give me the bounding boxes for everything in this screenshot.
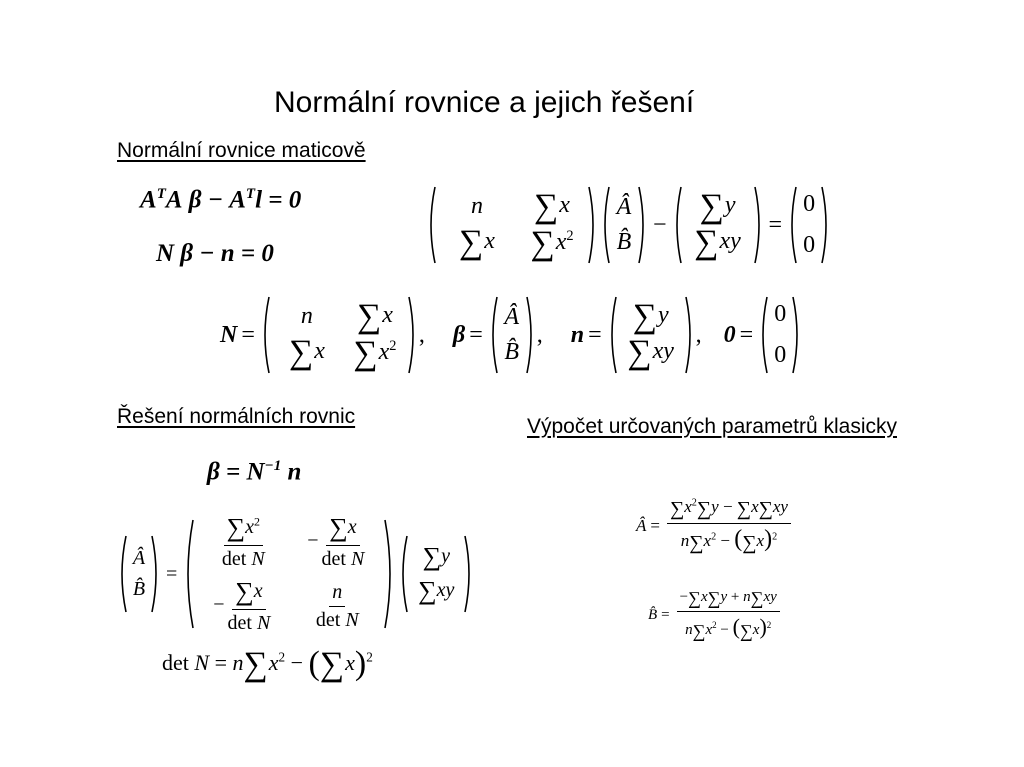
heading-solution: Řešení normálních rovnic <box>117 405 356 428</box>
equation-normal-short: N β − n = 0 <box>156 240 274 267</box>
paren-right <box>464 535 471 613</box>
paren-right <box>408 296 414 374</box>
equation-determinant: det N = n∑x2 − (∑x)2 <box>162 645 373 683</box>
equation-solution: β = N−1 n <box>207 458 302 486</box>
paren-right <box>525 296 532 374</box>
paren-left <box>187 519 195 629</box>
paren-left <box>402 535 409 613</box>
paren-right <box>384 519 392 629</box>
heading-classic: Výpočet určovaných parametrů klasicky <box>527 415 897 438</box>
paren-left <box>430 186 436 264</box>
paren-right <box>588 186 594 264</box>
heading-matrix-form: Normální rovnice maticově <box>117 139 366 162</box>
paren-left <box>491 296 498 374</box>
paren-right <box>753 186 760 264</box>
paren-right <box>821 186 827 264</box>
paren-left <box>762 296 768 374</box>
paren-left <box>264 296 270 374</box>
paren-left <box>610 296 617 374</box>
equation-a-hat: Â= ∑x2∑y − ∑x∑xy n∑x2 − (∑x)2 <box>636 497 794 555</box>
paren-right <box>792 296 798 374</box>
paren-right <box>638 186 644 264</box>
paren-left <box>791 186 797 264</box>
paren-left <box>604 186 610 264</box>
paren-left <box>121 535 127 613</box>
equation-b-hat: B̂= −∑x∑y + n∑xy n∑x2 − (∑x)2 <box>648 588 783 642</box>
paren-right <box>684 296 691 374</box>
equation-normal-matrix: ATA β − ATl = 0 <box>140 186 302 214</box>
paren-left <box>675 186 682 264</box>
slide-title: Normální rovnice a jejich řešení <box>274 86 695 119</box>
paren-right <box>151 535 157 613</box>
